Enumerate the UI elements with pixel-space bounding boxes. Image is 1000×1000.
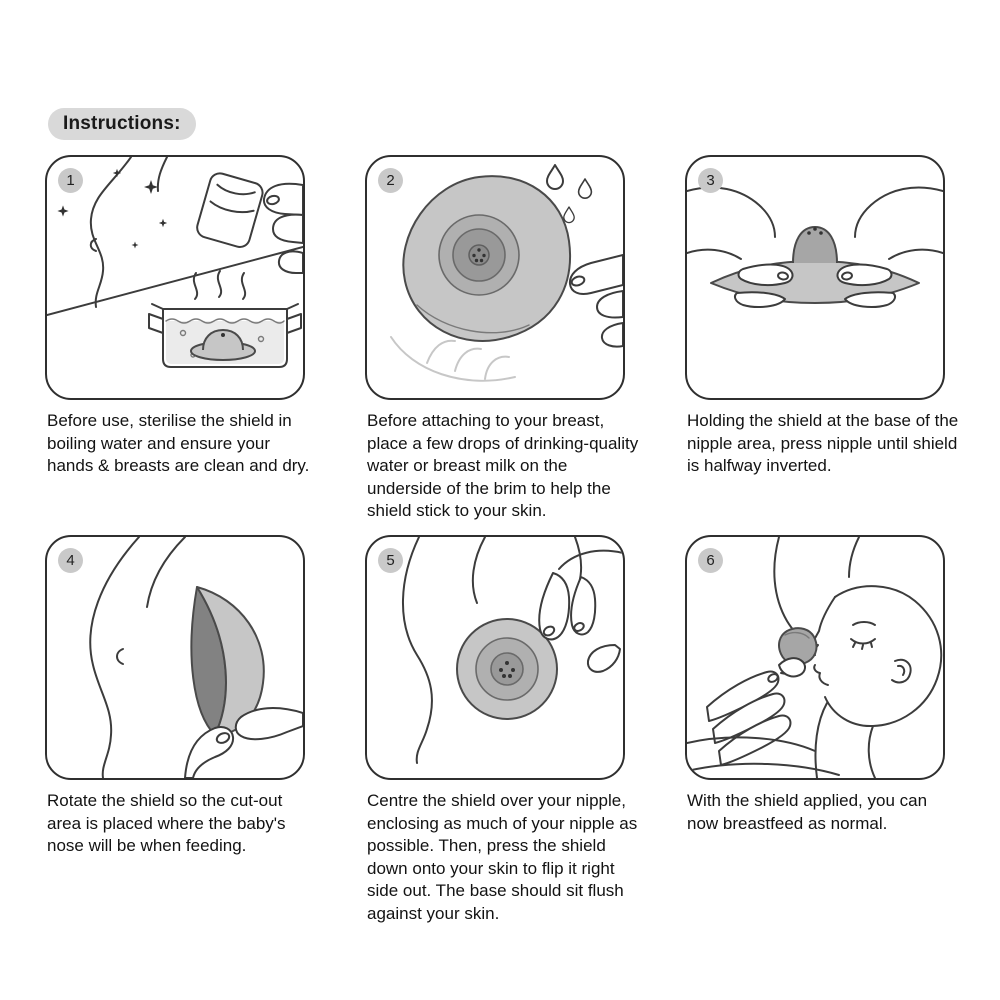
- page-title: Instructions:: [48, 108, 196, 140]
- step-4: 4: [45, 535, 315, 915]
- nipple-shield-icon: [456, 618, 558, 720]
- step-5-panel: 5: [365, 535, 625, 780]
- supporting-hand-icon: [706, 657, 806, 766]
- step-2-number-badge: 2: [378, 168, 403, 193]
- step-1-caption: Before use, sterilise the shield in boil…: [47, 411, 310, 476]
- steam-icon: [192, 270, 247, 300]
- step-1-panel: 1: [45, 155, 305, 400]
- ear-icon: [891, 658, 912, 684]
- step-1: 1: [45, 155, 315, 535]
- step-6-number-badge: 6: [698, 548, 723, 573]
- nipple-shield-icon: [778, 627, 818, 666]
- step-2: 2: [365, 155, 638, 535]
- step-2-illustration: [390, 164, 623, 382]
- step-5-caption: Centre the shield over your nipple, encl…: [367, 791, 638, 924]
- step-4-illustration: [89, 537, 303, 778]
- step-6-illustration: [687, 537, 943, 778]
- shield-in-pot-icon: [190, 329, 256, 361]
- breast-outline: [89, 537, 186, 778]
- step-5: 5: [365, 535, 637, 923]
- water-drops-icon: [546, 164, 593, 224]
- step-4-panel: 4: [45, 535, 305, 780]
- left-hand-fingers-icon: [734, 263, 794, 308]
- step-3: 3: [685, 155, 958, 535]
- step-6-panel: 6: [685, 535, 945, 780]
- boiling-pot-icon: [148, 303, 302, 368]
- step-6: 6: [685, 535, 955, 915]
- step-1-number-badge: 1: [58, 168, 83, 193]
- step-5-illustration: [402, 537, 623, 764]
- sparkles-icon: [57, 168, 168, 249]
- pinching-fingers-icon: [184, 707, 303, 778]
- step-3-caption: Holding the shield at the base of the ni…: [687, 411, 959, 476]
- step-2-caption: Before attaching to your breast, place a…: [367, 411, 639, 521]
- step-4-number-badge: 4: [58, 548, 83, 573]
- breast-outline: [89, 157, 168, 308]
- right-hand-fingers-icon: [836, 263, 896, 308]
- arm-outline: [687, 736, 840, 776]
- hand-underneath-outline: [390, 336, 516, 382]
- step-6-caption: With the shield applied, you can now bre…: [687, 791, 928, 833]
- steps-grid: 1: [45, 155, 958, 923]
- table-edge-line: [47, 246, 303, 316]
- step-4-caption: Rotate the shield so the cut-out area is…: [47, 791, 286, 856]
- step-3-illustration: [687, 186, 943, 308]
- step-5-number-badge: 5: [378, 548, 403, 573]
- pointing-finger-icon: [568, 254, 623, 348]
- pressing-hand-icon: [538, 549, 623, 673]
- baby-head-icon: [812, 585, 943, 778]
- hand-with-wipe-icon: [196, 172, 303, 274]
- step-1-illustration: [47, 157, 303, 368]
- step-3-panel: 3: [685, 155, 945, 400]
- closed-eye-icon: [850, 621, 876, 650]
- step-2-panel: 2: [365, 155, 625, 400]
- step-3-number-badge: 3: [698, 168, 723, 193]
- nipple-shield-icon: [402, 175, 571, 342]
